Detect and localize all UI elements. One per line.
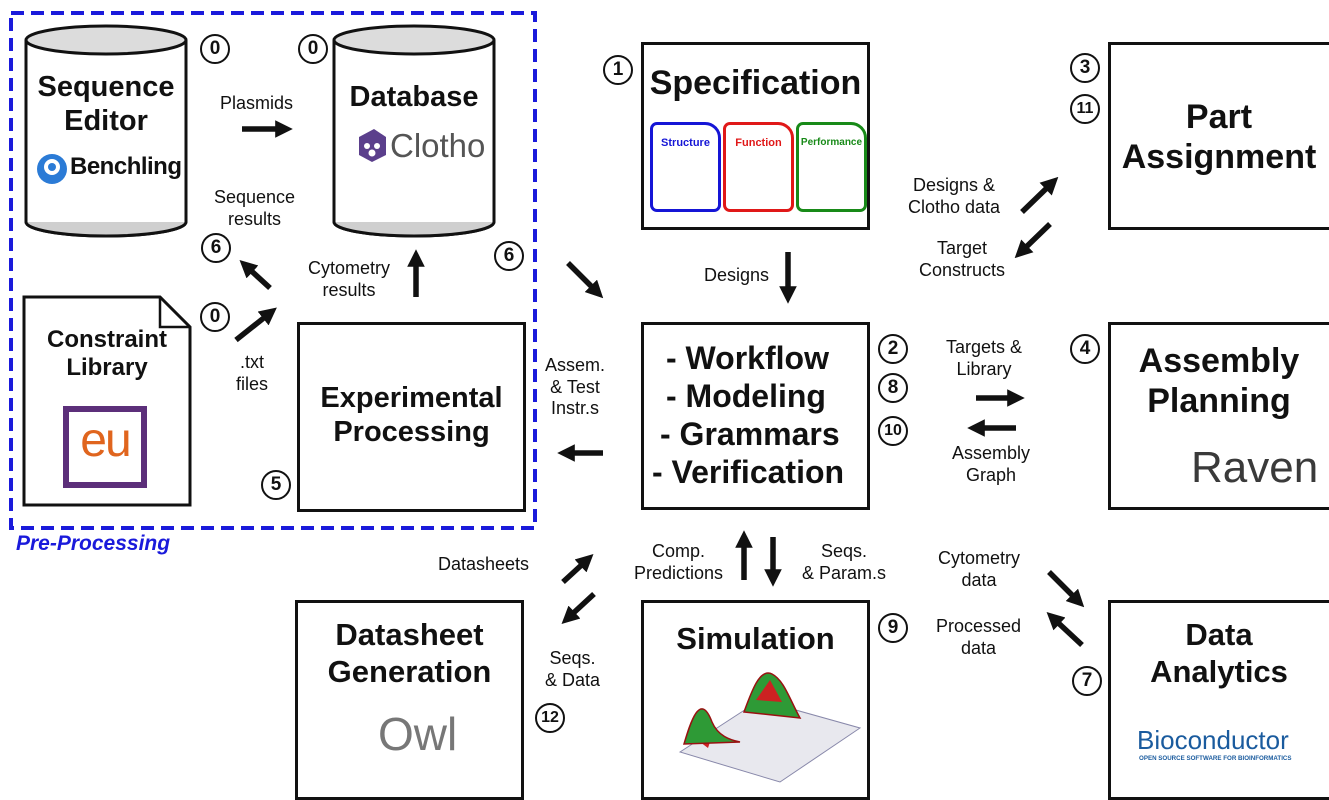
part-assignment-title: Part Assignment [1121,98,1317,177]
performance-card: Performance [796,122,867,212]
pre-processing-group-border [9,11,537,530]
label-cytometry-data: Cytometry data [938,548,1021,590]
eu-logo-text: eu [80,414,131,467]
function-card: Function [723,122,794,212]
label-designs: Designs [704,265,770,285]
assembly-planning-box: Assembly Planning Raven [1108,322,1329,510]
step-badge-experimental-processing: 5 [261,470,291,500]
eu-logo-frame [63,406,147,488]
label-comp-predictions: Comp. Predictions [634,541,724,583]
benchling-logo-text: Benchling [70,153,182,180]
label-processed-data: Processed data [936,616,1022,658]
step-badge-specification: 1 [603,55,633,85]
arrow-target-constructs [1014,222,1052,259]
step-badge-sequence-editor: 0 [200,34,230,64]
step-badge-part-assignment-3: 3 [1070,53,1100,83]
arrow-designs-clotho [1020,176,1059,214]
database-cylinder [332,24,496,238]
clotho-paw-icon [359,129,386,162]
label-assem-test: Assem. & Test Instr.s [545,355,606,419]
simulation-box: Simulation [641,600,870,800]
step-badge-database-out: 6 [494,241,524,271]
datasheet-generation-title: Datasheet Generation [327,617,492,689]
arrow-database-to-workflow [566,261,604,299]
structure-card: Structure [650,122,721,212]
raven-logo-text: Raven [1191,443,1319,492]
arrow-datasheets [561,554,594,585]
label-sequence-results: Sequence results [214,187,296,229]
benchling-diver-icon [37,154,67,184]
arrow-sequence-results [239,260,272,291]
experimental-processing-box: Experimental Processing [297,322,526,512]
constraint-library-title: Constraint Library [47,326,167,382]
verification-line: - Verification [652,454,845,490]
workflow-lines: - Workflow - Modeling - Grammars - Verif… [652,339,844,491]
specification-title: Specification [649,64,862,102]
performance-card-label: Performance [800,137,863,148]
bioconductor-logo-text: Bioconductor [1137,725,1289,755]
workflow-line: - Workflow [666,340,829,376]
sequence-editor-cylinder [24,24,188,238]
arrow-processed-data [1046,612,1084,648]
label-target-constructs: Target Constructs [919,238,1006,280]
step-badge-datasheet-generation: 12 [535,703,565,733]
arrow-seqs-data [561,591,596,624]
label-cytometry-results: Cytometry results [308,258,391,300]
label-txt-files: .txt files [236,352,269,394]
assembly-planning-title: Assembly Planning [1138,342,1300,421]
step-badge-data-analytics: 7 [1072,666,1102,696]
bioconductor-tagline: OPEN SOURCE SOFTWARE FOR BIOINFORMATICS [1139,755,1292,762]
part-assignment-box: Part Assignment [1108,42,1329,230]
label-plasmids: Plasmids [220,93,294,113]
function-card-label: Function [735,137,782,149]
step-badge-database: 0 [298,34,328,64]
step-badge-part-assignment-11: 11 [1070,94,1100,124]
step-badge-constraint-library: 0 [200,302,230,332]
label-assembly-graph: Assembly Graph [952,443,1031,485]
label-datasheets: Datasheets [438,554,530,574]
step-badge-assembly-planning: 4 [1070,334,1100,364]
database-title: Database [349,81,479,113]
simulation-surface-plot [678,672,862,783]
datasheet-generation-box: Datasheet Generation Owl [295,600,524,800]
arrow-cytometry-data [1047,570,1085,608]
data-analytics-box: Data Analytics Bioconductor OPEN SOURCE … [1108,600,1329,800]
sequence-editor-title: Sequence Editor [37,71,175,138]
specification-box: Specification Structure Function Perform… [641,42,870,230]
arrows [234,120,1085,648]
grammars-line: - Grammars [660,416,840,452]
arrow-txt-files [234,307,277,343]
workflow-box: - Workflow - Modeling - Grammars - Verif… [641,322,870,510]
step-badge-simulation: 9 [878,613,908,643]
label-designs-clotho: Designs & Clotho data [908,175,1001,217]
data-analytics-title: Data Analytics [1150,617,1288,689]
step-badge-workflow: 2 [878,334,908,364]
owl-logo-text: Owl [378,708,458,760]
label-targets-library: Targets & Library [946,337,1023,379]
label-seqs-params: Seqs. & Param.s [802,541,887,583]
pre-processing-label: Pre-Processing [16,532,171,555]
structure-card-label: Structure [661,137,710,149]
step-badge-modeling: 8 [878,373,908,403]
step-badge-grammars: 10 [878,416,908,446]
modeling-line: - Modeling [666,378,826,414]
experimental-processing-title: Experimental Processing [320,382,503,449]
step-badge-sequence-results: 6 [201,233,231,263]
label-seqs-data: Seqs. & Data [545,648,601,690]
simulation-title: Simulation [676,621,835,656]
clotho-logo-text: Clotho [390,127,486,164]
